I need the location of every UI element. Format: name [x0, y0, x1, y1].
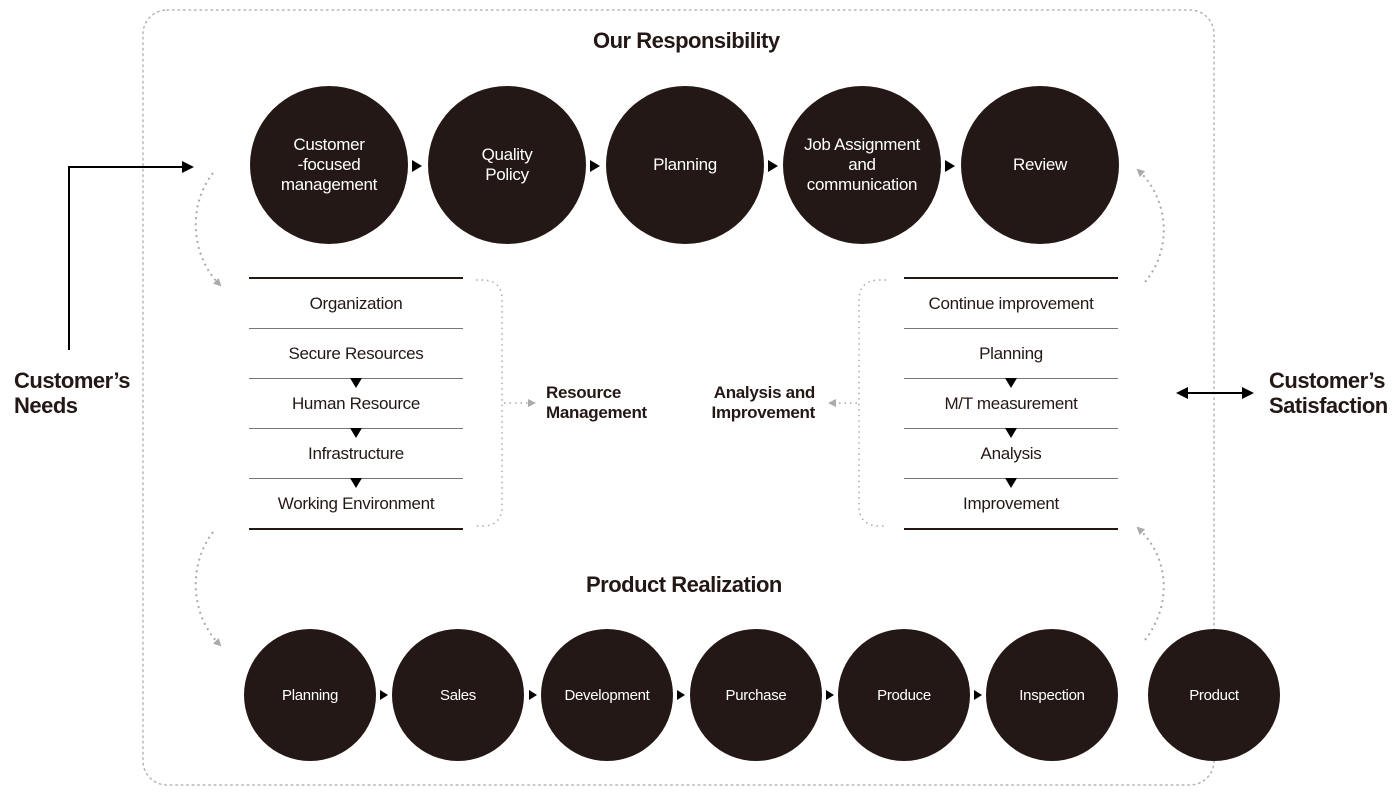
analysis-item-label: Continue improvement	[928, 293, 1094, 313]
analysis-improvement-line1: Analysis and	[713, 383, 816, 402]
arrow-right	[380, 690, 388, 700]
analysis-item: Improvement	[904, 478, 1118, 528]
arrow-right	[945, 160, 955, 172]
resource-item-label: Infrastructure	[308, 443, 404, 463]
resource-management-line1: Resource	[546, 383, 622, 402]
realization-label: Produce	[877, 686, 931, 704]
resource-item-label: Organization	[309, 293, 403, 313]
analysis-item: M/T measurement	[904, 378, 1118, 428]
title-our-responsibility: Our Responsibility	[593, 28, 780, 53]
step-customer-focused-management: Customer -focused management	[250, 86, 408, 244]
step-label: Planning	[653, 155, 717, 174]
step-review: Review	[961, 86, 1119, 244]
resource-item: Secure Resources	[249, 328, 463, 378]
analysis-item: Analysis	[904, 428, 1118, 478]
arrow-right	[677, 690, 685, 700]
realization-inspection: Inspection	[986, 629, 1118, 761]
step-job-assignment: Job Assignment and communication	[783, 86, 941, 244]
resource-item-label: Human Resource	[291, 393, 421, 413]
realization-label: Purchase	[725, 686, 787, 704]
resource-item: Working Environment	[249, 478, 463, 528]
resource-item: Infrastructure	[249, 428, 463, 478]
realization-produce: Produce	[838, 629, 970, 761]
customer-needs-label: Customer’s Needs	[14, 368, 131, 418]
analysis-item-label: Planning	[979, 343, 1043, 363]
output-product: Product	[1148, 629, 1280, 761]
customer-needs-line2: Needs	[14, 393, 78, 418]
customer-needs-line1: Customer’s	[14, 368, 131, 393]
down-arrow	[350, 378, 362, 388]
arrow-right	[412, 160, 422, 172]
curve-bottom-right	[1136, 526, 1165, 641]
analysis-item: Continue improvement	[904, 277, 1118, 328]
analysis-bracket	[858, 279, 886, 527]
resource-bracket	[476, 279, 503, 527]
resource-item: Human Resource	[249, 378, 463, 428]
realization-planning: Planning	[244, 629, 376, 761]
step-label: Review	[1013, 155, 1067, 174]
realization-sales: Sales	[392, 629, 524, 761]
realization-label: Planning	[282, 686, 338, 704]
down-arrow	[1005, 378, 1017, 388]
analysis-improvement-label: Analysis and Improvement	[710, 383, 816, 423]
title-product-realization: Product Realization	[586, 572, 782, 597]
arrow-right	[590, 160, 600, 172]
divider	[904, 528, 1118, 530]
curve-bottom-left	[194, 531, 222, 647]
divider	[249, 528, 463, 530]
customer-satisfaction-line2: Satisfaction	[1269, 393, 1388, 418]
output-label: Product	[1189, 686, 1239, 704]
step-label: Job Assignment and communication	[804, 135, 920, 194]
down-arrow	[1005, 478, 1017, 488]
step-quality-policy: Quality Policy	[428, 86, 586, 244]
down-arrow	[1005, 428, 1017, 438]
curve-top-right	[1136, 168, 1165, 283]
curve-top-left	[194, 172, 222, 287]
analysis-item-label: Improvement	[963, 493, 1059, 513]
analysis-improvement-list: Continue improvement Planning M/T measur…	[904, 277, 1118, 530]
realization-purchase: Purchase	[690, 629, 822, 761]
arrow-right	[768, 160, 778, 172]
step-label: Customer -focused management	[280, 135, 378, 194]
down-arrow	[350, 428, 362, 438]
step-planning: Planning	[606, 86, 764, 244]
customer-satisfaction-line1: Customer’s	[1269, 368, 1386, 393]
resource-management-list: Organization Secure Resources Human Reso…	[249, 277, 463, 530]
analysis-item-label: M/T measurement	[944, 393, 1078, 413]
arrow-right	[826, 690, 834, 700]
realization-development: Development	[541, 629, 673, 761]
customer-satisfaction-label: Customer’s Satisfaction	[1269, 368, 1388, 418]
resource-item-label: Secure Resources	[288, 343, 424, 363]
resource-item: Organization	[249, 277, 463, 328]
realization-label: Sales	[439, 686, 477, 704]
step-label: Quality Policy	[481, 145, 533, 184]
analysis-item-label: Analysis	[980, 443, 1042, 463]
resource-management-label: Resource Management	[546, 383, 647, 423]
resource-management-line2: Management	[546, 403, 647, 422]
arrow-right	[529, 690, 537, 700]
resource-item-label: Working Environment	[277, 493, 435, 513]
arrow-right	[974, 690, 982, 700]
analysis-item: Planning	[904, 328, 1118, 378]
analysis-improvement-line2: Improvement	[711, 403, 816, 422]
needs-arrow	[68, 161, 194, 350]
realization-label: Development	[564, 686, 650, 704]
down-arrow	[350, 478, 362, 488]
realization-label: Inspection	[1019, 686, 1085, 704]
